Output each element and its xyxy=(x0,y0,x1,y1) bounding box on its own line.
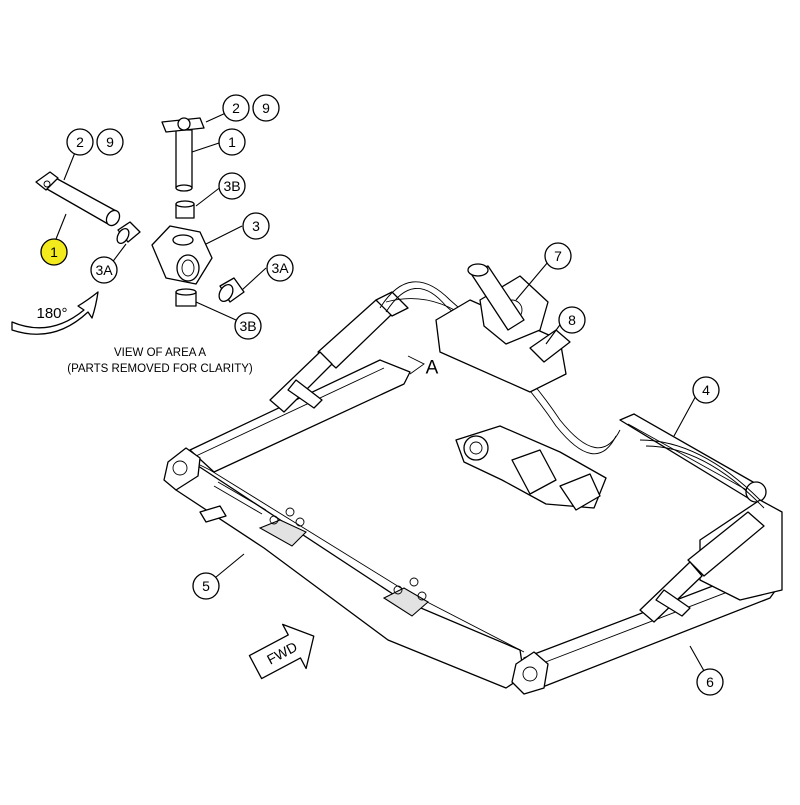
callout-item-3a-right: 3A xyxy=(266,254,294,282)
callout-item-4: 4 xyxy=(692,376,720,404)
hydraulic-cylinder-right xyxy=(639,511,765,623)
detail-caption-line2: (PARTS REMOVED FOR CLARITY) xyxy=(67,363,253,375)
callout-item-2-left: 2 xyxy=(66,128,94,156)
callout-item-5: 5 xyxy=(192,572,220,600)
bushing-3a-left xyxy=(116,221,141,245)
callout-label: 3 xyxy=(252,218,260,234)
callout-item-9-top: 9 xyxy=(252,94,280,122)
callout-item-3a-left: 3A xyxy=(90,256,118,284)
bushing-3b-bottom xyxy=(175,288,197,307)
callout-label: 2 xyxy=(76,134,84,150)
bushing-3b-top xyxy=(175,200,195,219)
callout-label: 3B xyxy=(239,318,256,334)
callout-circle-highlighted xyxy=(40,238,68,266)
callout-label: 5 xyxy=(202,578,210,594)
callout-label: 7 xyxy=(554,248,562,264)
callout-item-1-top: 1 xyxy=(218,128,246,156)
frame-assembly xyxy=(163,263,783,695)
callout-item-6: 6 xyxy=(696,668,724,696)
bushing-3a-right xyxy=(218,277,245,303)
callout-item-2-top: 2 xyxy=(222,94,250,122)
rotation-arrow: 180° xyxy=(11,291,99,335)
callout-item-8: 8 xyxy=(558,306,586,334)
pin-vertical-part xyxy=(161,117,205,192)
callout-label: 9 xyxy=(262,100,270,116)
callout-item-3b-bottom: 3B xyxy=(234,312,262,340)
callout-label: 9 xyxy=(106,134,114,150)
post-part-7 xyxy=(467,263,525,331)
detail-view: 180° VIEW OF AREA A (PARTS REMOVED FOR C… xyxy=(11,117,253,375)
fwd-arrow: FWD xyxy=(248,623,315,680)
callout-item-1-highlighted: 1 xyxy=(40,238,68,266)
eye-block-part xyxy=(151,225,213,285)
hydraulic-cylinder-left xyxy=(269,291,409,413)
callout-item-3b-top: 3B xyxy=(218,172,246,200)
center-bracket xyxy=(455,425,607,511)
detail-caption-line1: VIEW OF AREA A xyxy=(114,347,206,359)
callout-label: 1 xyxy=(50,244,58,260)
callout-item-9-left: 9 xyxy=(96,128,124,156)
area-marker-label: A xyxy=(426,358,439,379)
callout-label: 3A xyxy=(271,260,289,276)
callout-label: 1 xyxy=(228,134,236,150)
callout-label: 3B xyxy=(223,178,240,194)
pin-part-8 xyxy=(529,329,571,363)
pin-left-part xyxy=(35,171,121,227)
callout-label: 4 xyxy=(702,382,710,398)
rotation-label: 180° xyxy=(36,305,67,322)
callout-label: 3A xyxy=(95,262,113,278)
callout-label: 2 xyxy=(232,100,240,116)
callout-label: 6 xyxy=(706,674,714,690)
callout-item-7: 7 xyxy=(544,242,572,270)
callout-item-3: 3 xyxy=(242,212,270,240)
callout-label: 8 xyxy=(568,312,576,328)
